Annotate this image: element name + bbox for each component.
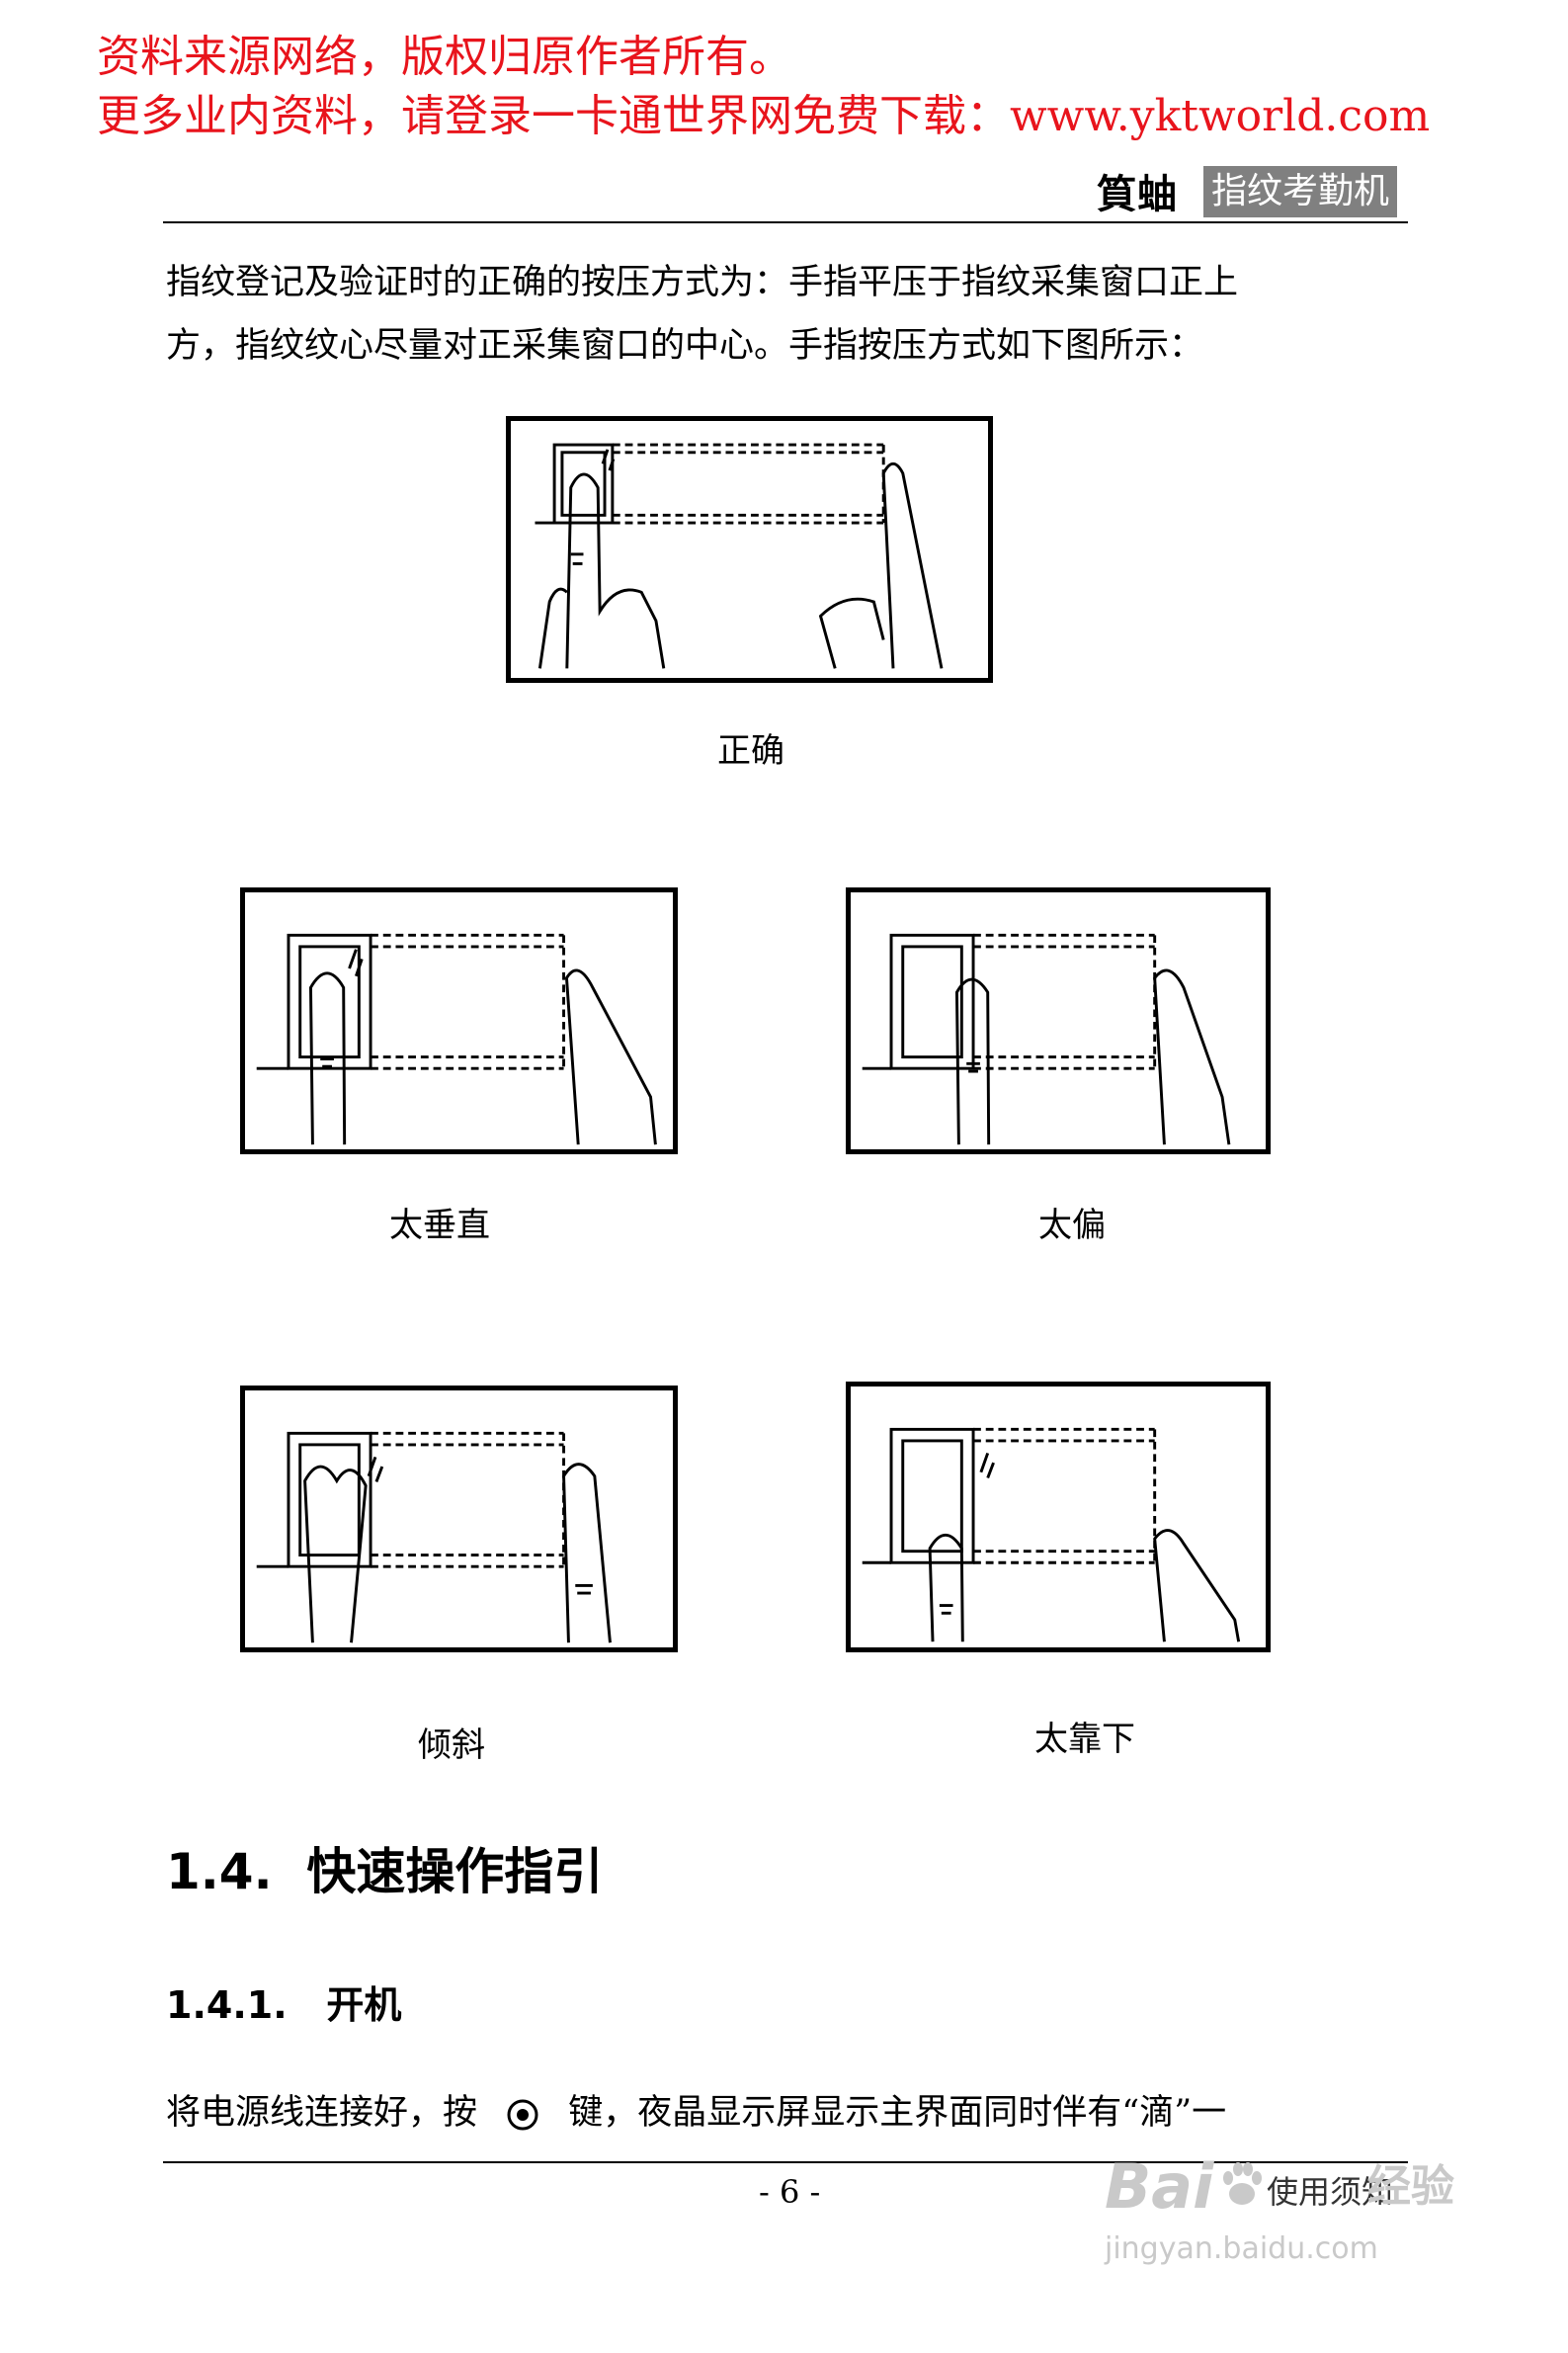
section-heading: 1.4. 快速操作指引	[166, 1840, 603, 1903]
caption-correct: 正确	[717, 731, 784, 771]
header-rule	[163, 221, 1408, 223]
subsection-title: 开机	[326, 1983, 402, 2027]
caption-too-vertical: 太垂直	[389, 1206, 490, 1245]
section-number: 1.4.	[166, 1843, 273, 1900]
intro-line-2: 方，指纹纹心尽量对正采集窗口的中心。手指按压方式如下图所示：	[166, 326, 1204, 366]
watermark-brand: Bai	[1105, 2150, 1214, 2223]
body-after-key: 键，夜晶显示屏显示主界面同时伴有“滴”一	[568, 2093, 1227, 2133]
caption-too-low: 太靠下	[1034, 1720, 1135, 1759]
watermark-suffix: 经验	[1367, 2161, 1454, 2212]
footer-rule	[163, 2161, 1408, 2163]
brand-tag: 指纹考勤机	[1203, 166, 1398, 217]
footer-section-label: 使用须知	[1267, 2173, 1394, 2211]
power-key-icon	[488, 2095, 557, 2135]
paw-icon	[1217, 2160, 1267, 2210]
section-title: 快速操作指引	[306, 1843, 604, 1900]
body-before-key: 将电源线连接好，按	[166, 2093, 478, 2133]
body-line: 将电源线连接好，按 键，夜晶显示屏显示主界面同时伴有“滴”一	[166, 2081, 1226, 2144]
figure-too-offset	[846, 887, 1271, 1154]
caption-too-offset: 太偏	[1038, 1206, 1106, 1245]
banner-line-1: 资料来源网络，版权归原作者所有。	[97, 32, 792, 82]
figure-correct	[506, 416, 993, 683]
figure-tilted	[240, 1386, 678, 1652]
banner-line-2: 更多业内资料，请登录一卡通世界网免费下载：www.yktworld.com	[97, 91, 1431, 141]
watermark-url: jingyan.baidu.com	[1105, 2231, 1378, 2266]
caption-tilted: 倾斜	[418, 1725, 485, 1765]
figure-too-low	[846, 1382, 1271, 1652]
brand-logo: 筫蚰	[1097, 172, 1178, 217]
finger-too-vertical-illustration	[256, 933, 657, 1145]
finger-too-offset-illustration	[862, 933, 1231, 1145]
subsection-number: 1.4.1.	[166, 1983, 288, 2027]
finger-tilted-illustration	[256, 1431, 612, 1643]
subsection-heading: 1.4.1. 开机	[166, 1980, 401, 2030]
page-number: - 6 -	[759, 2173, 821, 2211]
finger-too-low-illustration	[862, 1427, 1241, 1642]
finger-press-illustration	[535, 443, 944, 669]
intro-line-1: 指纹登记及验证时的正确的按压方式为：手指平压于指纹采集窗口正上	[166, 263, 1239, 302]
figure-too-vertical	[240, 887, 678, 1154]
